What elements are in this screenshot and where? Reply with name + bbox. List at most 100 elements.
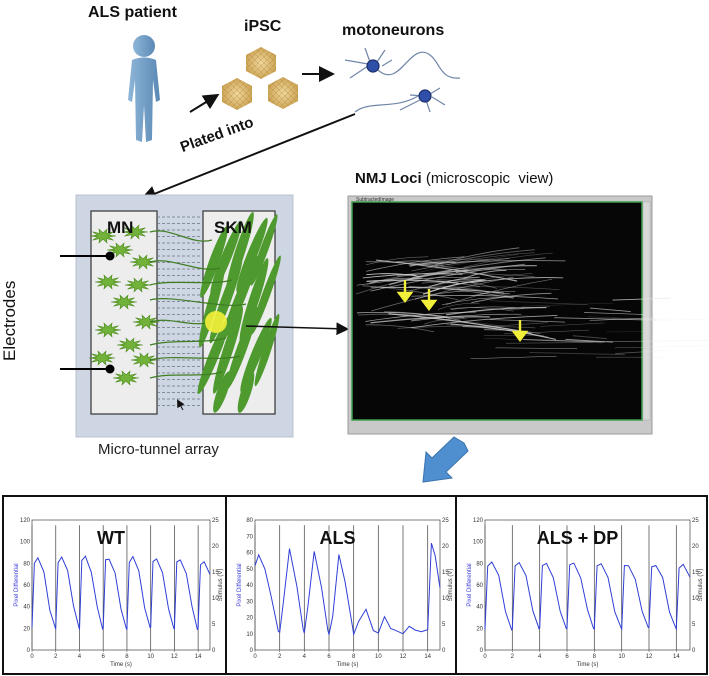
x-tick-label: 0: [30, 654, 34, 660]
y-tick-label: 10: [246, 632, 253, 638]
axon: [149, 319, 211, 325]
y-tick-label: 30: [246, 599, 253, 605]
arrow-plated-into: [140, 113, 356, 201]
microscope-fiber: [446, 252, 535, 265]
y2-tick-label: 10: [692, 596, 699, 602]
motoneuron-cell: [112, 370, 140, 386]
microscope-fiber: [436, 279, 498, 289]
y2-tick-label: 20: [212, 544, 219, 550]
microscope-fiber: [434, 249, 535, 266]
microscope-fiber: [506, 306, 550, 311]
muscle-fiber: [237, 371, 255, 413]
x-tick-label: 10: [375, 654, 382, 660]
microscope-fiber: [370, 316, 490, 324]
muscle-fiber: [251, 255, 281, 335]
trace-line: [484, 561, 691, 631]
microscope-fiber: [369, 277, 422, 284]
microscope-fiber: [357, 313, 450, 319]
y2-tick-label: 20: [442, 544, 449, 550]
microscope-fiber: [505, 341, 594, 344]
motoneuron-cell: [88, 350, 116, 366]
microscope-fiber: [489, 319, 566, 323]
y-tick-label: 20: [246, 616, 253, 622]
microscope-fiber: [471, 292, 552, 304]
x-tick-label: 10: [618, 654, 625, 660]
x-tick-label: 0: [483, 654, 487, 660]
x-tick-label: 2: [54, 654, 58, 660]
muscle-fiber: [239, 258, 269, 342]
y-tick-label: 60: [23, 583, 30, 589]
x-tick-label: 14: [424, 654, 431, 660]
microscope-fiber: [411, 316, 465, 321]
muscle-fiber: [250, 214, 278, 286]
microscope-fiber: [565, 338, 614, 343]
motoneuron-cell: [132, 314, 160, 330]
microscope-fiber: [376, 259, 518, 282]
x-tick-label: 8: [352, 654, 356, 660]
microscope-fiber: [431, 285, 508, 297]
microscope-fiber: [483, 322, 548, 328]
microscope-fiber: [442, 278, 487, 283]
x-tick-label: 8: [593, 654, 597, 660]
x-tick-label: 6: [565, 654, 569, 660]
bottom-panels-border: [2, 495, 708, 675]
microscope-fibers: [355, 247, 709, 359]
x-tick-label: 12: [400, 654, 407, 660]
microscope-fiber: [584, 312, 646, 315]
microscope-fiber: [495, 347, 578, 349]
y-tick-label: 70: [246, 534, 253, 540]
y-tick-label: 20: [23, 626, 30, 632]
microscope-fiber: [463, 269, 507, 279]
y-tick-label: 80: [246, 518, 253, 524]
microscope-fiber: [472, 310, 530, 317]
x-tick-label: 12: [171, 654, 178, 660]
microscope-fiber: [470, 355, 557, 359]
microscope-fiber: [383, 254, 519, 281]
microscope-fiber: [414, 290, 469, 300]
y-axis-label: Pixel Differential: [14, 563, 20, 606]
y2-axis-label: Stimulus (V): [698, 569, 704, 602]
axon: [149, 279, 233, 286]
y-tick-label: 0: [27, 648, 31, 654]
y-axis-label: Pixel Differential: [467, 563, 473, 606]
microscope-fiber: [366, 279, 459, 284]
y2-tick-label: 10: [442, 596, 449, 602]
x-axis-label: Time (s): [577, 662, 599, 668]
mn-label: MN: [107, 218, 134, 237]
microscope-fiber: [612, 317, 709, 321]
y-tick-label: 0: [250, 648, 254, 654]
trace-line: [31, 555, 211, 631]
x-tick-label: 8: [125, 654, 129, 660]
microscope-fiber: [409, 279, 482, 292]
axon: [149, 230, 213, 242]
y2-tick-label: 15: [692, 570, 699, 576]
microscope-title-bold: NMJ Loci: [355, 170, 422, 187]
muscle-fiber: [240, 317, 272, 393]
y-tick-label: 60: [246, 551, 253, 557]
microscope-scrollbar[interactable]: [642, 201, 651, 421]
muscle-fiber: [236, 217, 268, 293]
x-tick-label: 4: [538, 654, 542, 660]
x-tick-label: 4: [78, 654, 82, 660]
microscope-fiber: [408, 260, 566, 266]
microscope-fiber: [445, 278, 553, 306]
ipsc-label: iPSC: [244, 18, 282, 35]
axon: [149, 371, 223, 379]
microscope-fiber: [614, 345, 709, 349]
nmj-highlight: [205, 311, 227, 333]
microscope-fiber: [370, 286, 511, 295]
microscope-fiber: [415, 258, 489, 264]
motoneuron-cell: [94, 322, 122, 338]
x-tick-label: 6: [102, 654, 106, 660]
x-tick-label: 0: [253, 654, 257, 660]
x-tick-label: 14: [195, 654, 202, 660]
x-tick-label: 6: [327, 654, 331, 660]
muscle-fiber: [198, 262, 226, 348]
motoneuron-cell: [129, 254, 157, 270]
y-tick-label: 100: [20, 540, 31, 546]
x-tick-label: 14: [673, 654, 680, 660]
microscope-fiber: [605, 340, 709, 342]
y-tick-label: 100: [473, 540, 484, 546]
microscope-fiber: [424, 318, 467, 325]
microscope-fiber: [428, 286, 560, 290]
